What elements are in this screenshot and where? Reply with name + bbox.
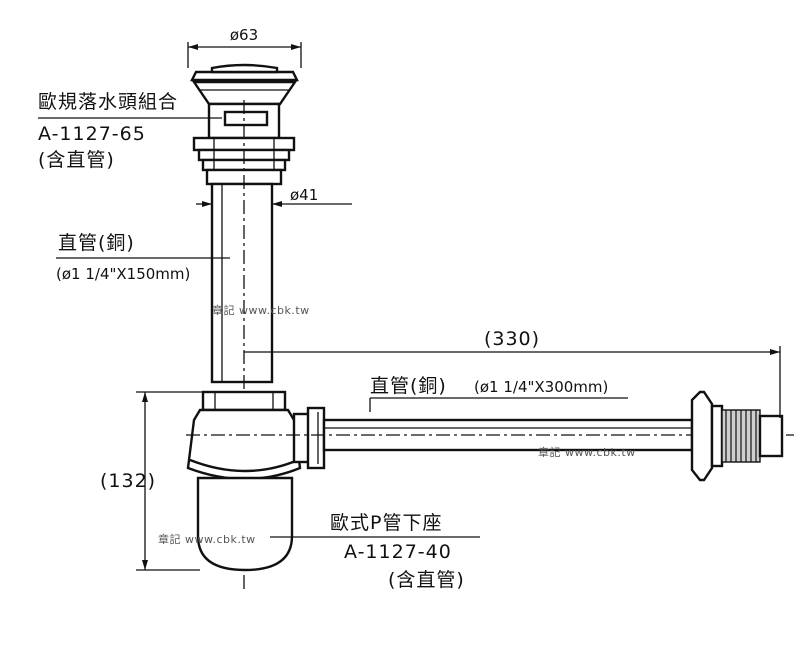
p-trap-seat (186, 390, 326, 572)
waste-head-assembly (190, 63, 299, 186)
waste-head-model: A-1127-65 (38, 123, 146, 145)
watermark-2: 章記 www.cbk.tw (538, 445, 636, 459)
p-trap-model: A-1127-40 (344, 541, 452, 563)
pipe-diameter-label: ø41 (290, 186, 318, 204)
label-vertical-pipe: 直管(銅) (ø1 1/4"X150mm) (56, 232, 230, 283)
vertical-pipe (210, 182, 274, 384)
wall-flange (690, 390, 784, 482)
label-waste-head: 歐規落水頭組合 A-1127-65 (含直管) (38, 91, 222, 171)
dimension-horizontal-length: (330) (244, 328, 781, 418)
dimension-pipe-diameter: ø41 (196, 186, 352, 207)
p-trap-note: (含直管) (388, 569, 465, 591)
vertical-pipe-spec: (ø1 1/4"X150mm) (56, 265, 190, 283)
vertical-pipe-name: 直管(銅) (58, 232, 135, 254)
horizontal-pipe-name: 直管(銅) (370, 375, 447, 397)
horizontal-pipe-spec: (ø1 1/4"X300mm) (474, 378, 608, 396)
trap-height-label: (132) (100, 470, 156, 492)
watermark-3: 章記 www.cbk.tw (158, 532, 256, 546)
dimension-trap-height: (132) (100, 391, 202, 571)
label-horizontal-pipe: 直管(銅) (ø1 1/4"X300mm) (369, 375, 628, 412)
label-p-trap: 歐式P管下座 A-1127-40 (含直管) (270, 512, 480, 591)
waste-head-note: (含直管) (38, 149, 115, 171)
watermark-1: 章記 www.cbk.tw (212, 303, 310, 317)
dimension-top-diameter: ø63 (187, 26, 302, 68)
top-diameter-label: ø63 (230, 26, 258, 44)
horizontal-length-label: (330) (484, 328, 540, 350)
waste-head-name: 歐規落水頭組合 (38, 91, 178, 113)
p-trap-name: 歐式P管下座 (330, 512, 442, 534)
